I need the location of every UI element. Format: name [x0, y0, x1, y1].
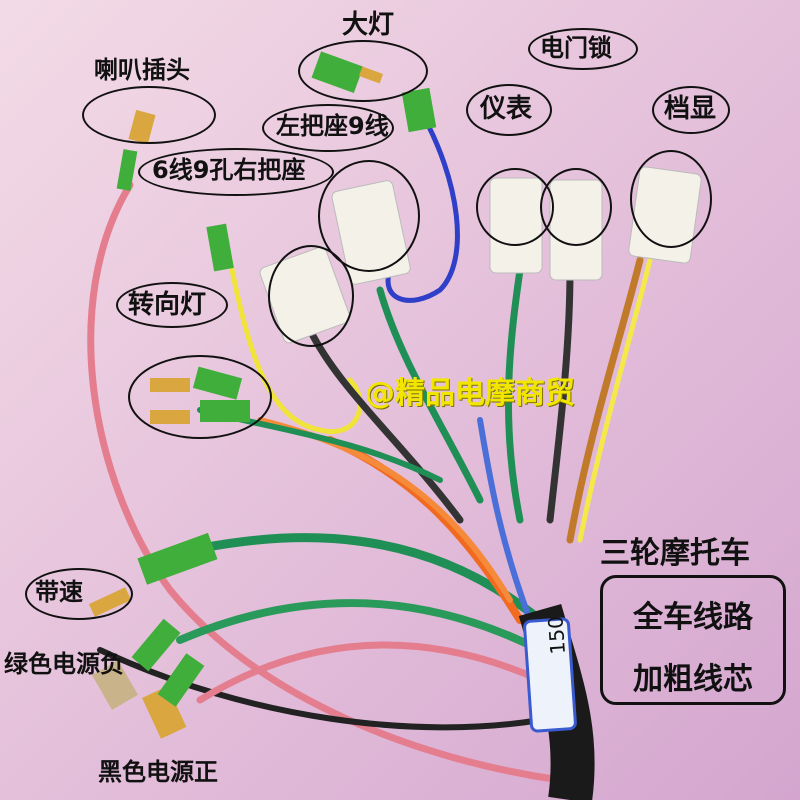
meter-wire [504, 266, 524, 524]
turn-signal-label: 转向灯 [128, 290, 207, 320]
blue-wire [477, 417, 533, 623]
headlight-label: 大灯 [342, 10, 395, 40]
pink-horn-wire [87, 181, 564, 784]
right-handlebar-label-oval [138, 148, 334, 196]
gear-display-label-oval [652, 86, 730, 134]
horn-plug-label: 喇叭插头 [94, 56, 190, 84]
meter-label-oval [466, 84, 552, 136]
watermark-text: @精品电摩商贸 [365, 376, 575, 411]
turn-signal-label-oval [116, 282, 228, 328]
spec-box: 全车线路 加粗线芯 [600, 575, 786, 705]
speed-limit-label: 带速 [35, 578, 83, 606]
spec-line-1: 全车线路 [633, 600, 753, 635]
speed-limit-oval [25, 568, 133, 620]
green-negative-label: 绿色电源负 [4, 650, 124, 678]
right-handlebar-label: 6线9孔右把座 [152, 156, 306, 184]
orange-wire [326, 436, 524, 624]
spec-line-2: 加粗线芯 [633, 662, 753, 697]
product-title: 三轮摩托车 [600, 536, 750, 571]
black-positive-label: 黑色电源正 [98, 758, 218, 786]
left-handlebar-label: 左把座9线 [276, 112, 389, 140]
gear-wire-2 [577, 257, 653, 543]
ignition-lock-label-oval [528, 28, 638, 70]
horn-plug-oval [82, 86, 216, 144]
left-handlebar-label-oval [262, 104, 394, 152]
tag-150-text: 150 [543, 615, 570, 656]
left-handlebar-oval [318, 160, 420, 272]
power-connectors [92, 618, 205, 739]
blue-loop-wire [385, 107, 460, 303]
pink-wire-2 [196, 641, 544, 704]
turn-signal-oval [128, 355, 272, 439]
lock-wire [546, 266, 574, 524]
left-handlebar-wire [376, 286, 484, 504]
meter-label: 仪表 [480, 94, 533, 124]
green-wire-2 [176, 599, 544, 654]
headlight-oval [298, 40, 428, 102]
right-handlebar-wire [306, 326, 464, 524]
ignition-lock-label: 电门锁 [540, 34, 612, 62]
gear-display-label: 档显 [664, 94, 717, 124]
gear-display-oval [630, 150, 712, 248]
right-handlebar-oval [268, 245, 354, 347]
gear-wire [566, 256, 644, 544]
yellow-wire-connector [206, 223, 234, 272]
black-power-wire [97, 647, 543, 731]
tag-150-paper [523, 617, 577, 733]
ignition-lock-oval [540, 168, 612, 246]
